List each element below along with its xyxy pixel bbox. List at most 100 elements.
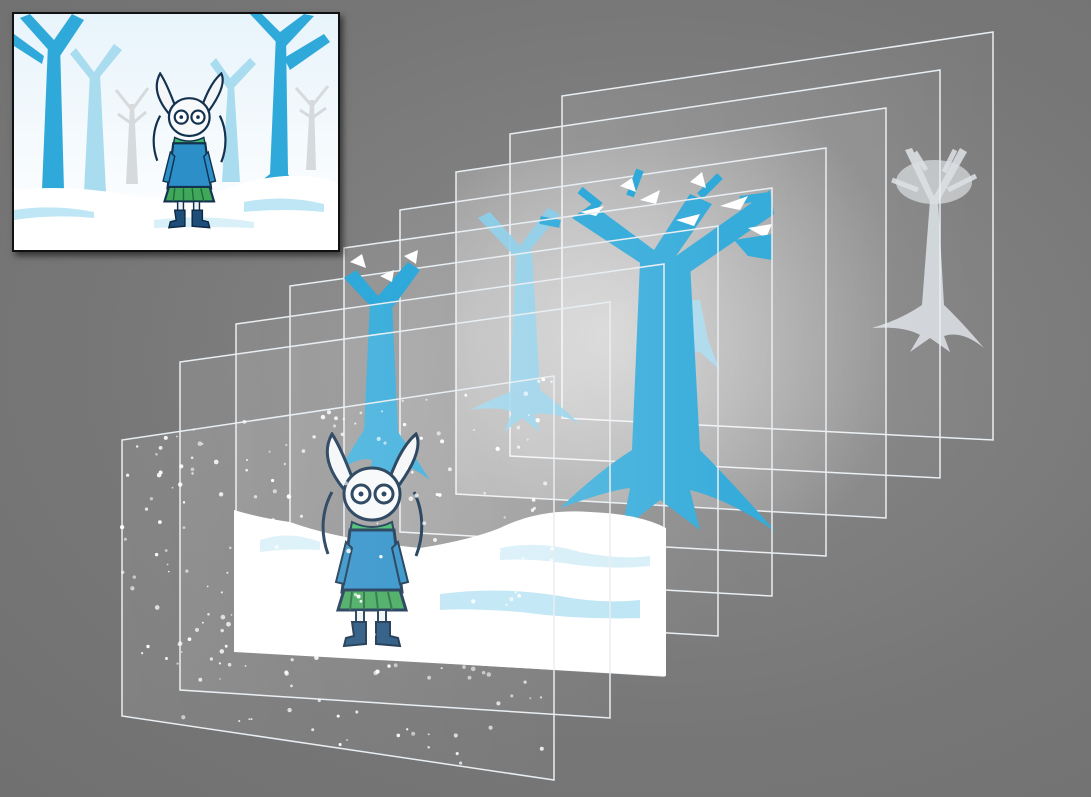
- snowflake: [402, 400, 404, 402]
- snowflake: [547, 640, 551, 644]
- snowflake: [198, 678, 202, 682]
- snowflake: [242, 420, 246, 424]
- snowflake: [254, 495, 257, 498]
- snowflake: [226, 622, 231, 627]
- snowflake: [397, 465, 399, 467]
- snowflake: [355, 710, 358, 713]
- snowflake: [506, 604, 508, 606]
- snowflake: [168, 571, 170, 573]
- snowflake: [420, 437, 423, 440]
- snowflake: [240, 528, 244, 532]
- snowflake: [425, 609, 427, 611]
- snowflake: [285, 444, 287, 446]
- snowflake: [343, 418, 345, 420]
- snowflake: [228, 663, 232, 667]
- snowflake: [210, 657, 213, 660]
- snowflake: [236, 605, 238, 607]
- snowflake: [537, 380, 540, 383]
- snowflake: [275, 545, 279, 549]
- snowflake: [246, 614, 249, 617]
- snowflake: [436, 493, 439, 496]
- snowflake: [238, 720, 240, 722]
- snowflake: [291, 658, 294, 661]
- snowflake: [381, 410, 383, 412]
- snowflake: [354, 593, 357, 596]
- snowflake: [437, 431, 441, 435]
- snowflake: [523, 391, 528, 396]
- snowflake: [172, 487, 174, 489]
- snowflake: [287, 708, 291, 712]
- snowflake: [292, 637, 294, 639]
- snowflake: [346, 549, 350, 553]
- snowflake: [146, 645, 149, 648]
- snowflake: [515, 591, 517, 593]
- snowflake: [482, 671, 486, 675]
- snowflake: [176, 436, 178, 438]
- snowflake: [531, 509, 534, 512]
- snowflake: [155, 605, 160, 610]
- snowflake: [155, 553, 158, 556]
- snowflake: [271, 518, 276, 523]
- snowflake: [433, 538, 437, 542]
- snowflake: [447, 634, 449, 636]
- snowflake: [167, 564, 169, 566]
- snowflake: [158, 520, 162, 524]
- snowflake: [543, 626, 545, 628]
- snowflake: [269, 451, 271, 453]
- snowflake: [532, 498, 536, 502]
- snowflake: [374, 634, 376, 636]
- snowflake: [314, 655, 319, 660]
- snowflake: [337, 715, 340, 718]
- snowflake: [427, 746, 430, 749]
- snowflake: [284, 463, 286, 465]
- snowflake: [179, 464, 183, 468]
- snowflake: [412, 593, 414, 595]
- snowflake: [441, 667, 443, 669]
- snowflake: [409, 496, 414, 501]
- snowflake: [341, 433, 344, 436]
- snowflake: [411, 471, 414, 474]
- snowflake: [489, 726, 493, 730]
- snowflake: [550, 559, 553, 562]
- snowflake: [150, 497, 153, 500]
- snowflake: [219, 492, 223, 496]
- snowflake: [529, 697, 531, 699]
- snowflake: [268, 601, 272, 605]
- snowflake: [459, 762, 462, 765]
- snowflake: [226, 572, 228, 574]
- snowflake: [159, 446, 163, 450]
- snowflake: [521, 557, 524, 560]
- snowflake: [456, 752, 459, 755]
- snowflake: [427, 676, 431, 680]
- snowflake: [178, 482, 183, 487]
- snowflake: [191, 472, 193, 474]
- snowflake: [357, 595, 361, 599]
- snowflake: [331, 545, 336, 550]
- snowflake: [499, 550, 501, 552]
- snowflake: [220, 649, 225, 654]
- snowflake: [290, 685, 293, 688]
- snowflake: [550, 547, 553, 550]
- snowflake: [509, 597, 513, 601]
- snowflake: [543, 481, 547, 485]
- snowflake: [527, 438, 529, 440]
- snowflake: [510, 694, 513, 697]
- snowflake: [487, 672, 492, 677]
- snowflake: [454, 733, 458, 737]
- snowflake: [550, 381, 552, 383]
- snowflake: [451, 612, 453, 614]
- snowflake: [471, 667, 476, 672]
- snowflake: [471, 599, 475, 603]
- snowflake: [329, 562, 333, 566]
- snowflake: [339, 743, 342, 746]
- snowflake: [440, 439, 444, 443]
- snowflake: [496, 447, 500, 451]
- snowflake: [300, 515, 303, 518]
- snowflake: [422, 521, 426, 525]
- snowflake: [483, 558, 485, 560]
- snowflake: [183, 526, 186, 529]
- snowflake: [178, 641, 183, 646]
- snowflake: [164, 436, 168, 440]
- snowflake: [176, 662, 178, 664]
